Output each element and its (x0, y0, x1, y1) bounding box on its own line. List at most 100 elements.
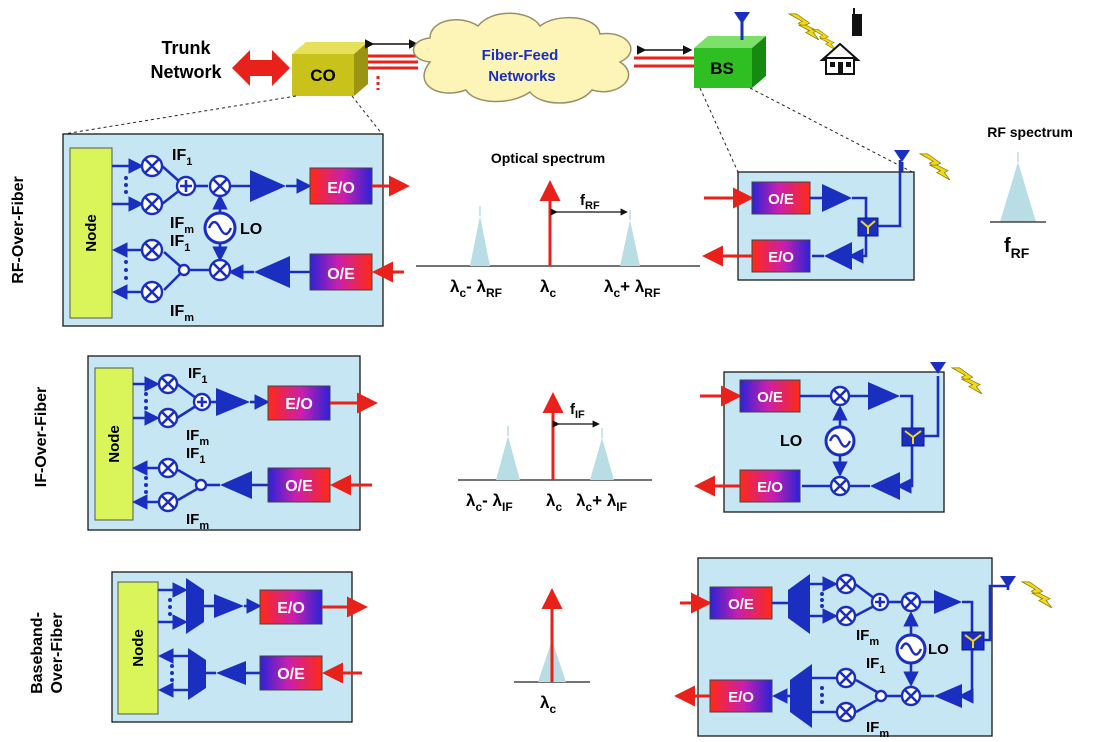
if-bs-panel: O/E LO E/O (694, 362, 983, 513)
if1-label: IF1 (172, 147, 192, 168)
node-label: Node (130, 629, 147, 667)
if1-label: IF1 (188, 365, 207, 386)
amplifier-icon (934, 590, 962, 614)
node-label: Node (106, 425, 123, 463)
amplifier-icon (250, 170, 286, 202)
amplifier-icon (216, 388, 250, 416)
co-label: CO (310, 66, 336, 85)
lo-label: LO (928, 641, 949, 658)
ifm-label-rx: IFm (170, 303, 194, 324)
co-cube[interactable]: CO (292, 42, 368, 96)
eo-converter (709, 679, 773, 713)
demultiplexer-icon (188, 648, 206, 700)
node-block (117, 581, 159, 715)
frf-rf-label: fRF (1004, 235, 1030, 261)
frf-label: fRF (580, 192, 600, 212)
splitter-icon (874, 689, 888, 703)
fif-label: fIF (570, 401, 585, 421)
ifm-label: IFm (170, 215, 194, 236)
amplifier-icon (216, 661, 246, 685)
eo-label: E/O (768, 249, 794, 266)
wireless-bolt-icon (811, 29, 837, 50)
amplifier-icon (254, 256, 290, 288)
oe-converter (751, 181, 811, 215)
row-label-baseband-1: Baseband- (29, 612, 46, 694)
optical-spectrum-title: Optical spectrum (491, 150, 605, 166)
carrier-wavelength-label: λc (540, 693, 556, 716)
ifm-label-rx: IFm (866, 719, 889, 740)
eo-converter (751, 239, 811, 273)
mobile-phone-icon (852, 8, 862, 36)
eo-converter (267, 385, 331, 421)
if-optical-spectrum: fIF λc- λIF λc λc+ λIF (458, 392, 652, 514)
upper-wavelength-label: λc+ λRF (604, 277, 660, 300)
lower-wavelength-label: λc- λIF (466, 491, 513, 514)
zoom-line-bs-right (749, 87, 913, 173)
upper-sideband-peak (620, 220, 640, 266)
carrier-wavelength-label: λc (540, 277, 556, 300)
rf-co-panel: Node E/O LO O/E IF1 IFm IF1 IFm (62, 133, 410, 327)
splitter-icon (194, 478, 208, 492)
amplifier-icon (822, 184, 852, 212)
node-label: Node (83, 214, 100, 252)
eo-label: E/O (757, 479, 783, 496)
fiber-feed-cloud: Fiber-Feed Networks (412, 12, 632, 104)
oe-converter (709, 586, 773, 620)
zoom-line-co-right (351, 95, 383, 135)
zoom-line-co-left (63, 95, 297, 135)
ifm-label: IFm (856, 627, 879, 648)
baseband-bs-panel: O/E E/O LO IFm IF1 IFm (674, 557, 1053, 740)
eo-converter (259, 589, 323, 625)
rf-bs-panel: O/E E/O (702, 150, 951, 281)
upper-wavelength-label: λc+ λIF (576, 491, 627, 514)
if1-label-rx: IF1 (186, 445, 205, 466)
trunk-network-label-1: Trunk (161, 38, 211, 58)
trunk-double-arrow-icon (232, 50, 290, 86)
amplifier-icon (214, 594, 244, 618)
baseband-co-panel: Node E/O O/E (111, 571, 368, 723)
antenna-icon (894, 150, 910, 162)
oe-label: O/E (757, 389, 783, 406)
carrier-wavelength-label: λc (546, 491, 562, 514)
oe-label: O/E (277, 666, 305, 683)
oe-converter (309, 253, 373, 291)
eo-converter (309, 167, 373, 205)
rf-optical-spectrum: Optical spectrum fRF λc- λRF λc λc+ λRF (416, 150, 700, 300)
rf-peak (1000, 162, 1036, 222)
house-icon (819, 42, 861, 75)
oe-label: O/E (768, 191, 794, 208)
amplifier-icon (824, 242, 852, 270)
bs-cube[interactable]: BS (694, 36, 766, 88)
if1-label: IF1 (866, 655, 885, 676)
amplifier-icon (870, 472, 900, 500)
multiplexer-icon (186, 578, 204, 634)
top-network: Trunk Network CO Fiber-Feed Networks BS (63, 8, 913, 173)
oe-label: O/E (327, 266, 355, 283)
eo-label: E/O (327, 180, 355, 197)
oe-label: O/E (728, 596, 754, 613)
row-label-if: IF-Over-Fiber (33, 387, 50, 487)
lower-sideband-peak (470, 216, 490, 266)
zoom-line-bs-left (699, 87, 739, 173)
cloud-label-1: Fiber-Feed (482, 47, 559, 64)
oe-converter (259, 655, 323, 691)
row-label-baseband-2: Over-Fiber (49, 613, 66, 694)
oe-converter (739, 379, 801, 413)
rf-spectrum-title: RF spectrum (987, 124, 1073, 140)
upper-sideband-peak (590, 438, 614, 480)
antenna-icon (930, 362, 946, 374)
amplifier-icon (868, 382, 900, 410)
ifm-label-rx: IFm (186, 511, 209, 532)
co-fiber-links (364, 39, 419, 90)
bs-fiber-links (634, 45, 694, 68)
wireless-bolt-icon (788, 13, 820, 40)
eo-label: E/O (728, 689, 754, 706)
cloud-label-2: Networks (488, 68, 556, 85)
rf-spectrum: RF spectrum fRF (987, 124, 1073, 261)
lower-sideband-peak (496, 436, 520, 480)
baseband-optical-spectrum: λc (514, 588, 590, 716)
bs-antenna-icon (734, 12, 750, 40)
row-label-rf: RF-Over-Fiber (10, 176, 27, 284)
lo-label: LO (780, 433, 802, 450)
oe-label: O/E (285, 478, 313, 495)
